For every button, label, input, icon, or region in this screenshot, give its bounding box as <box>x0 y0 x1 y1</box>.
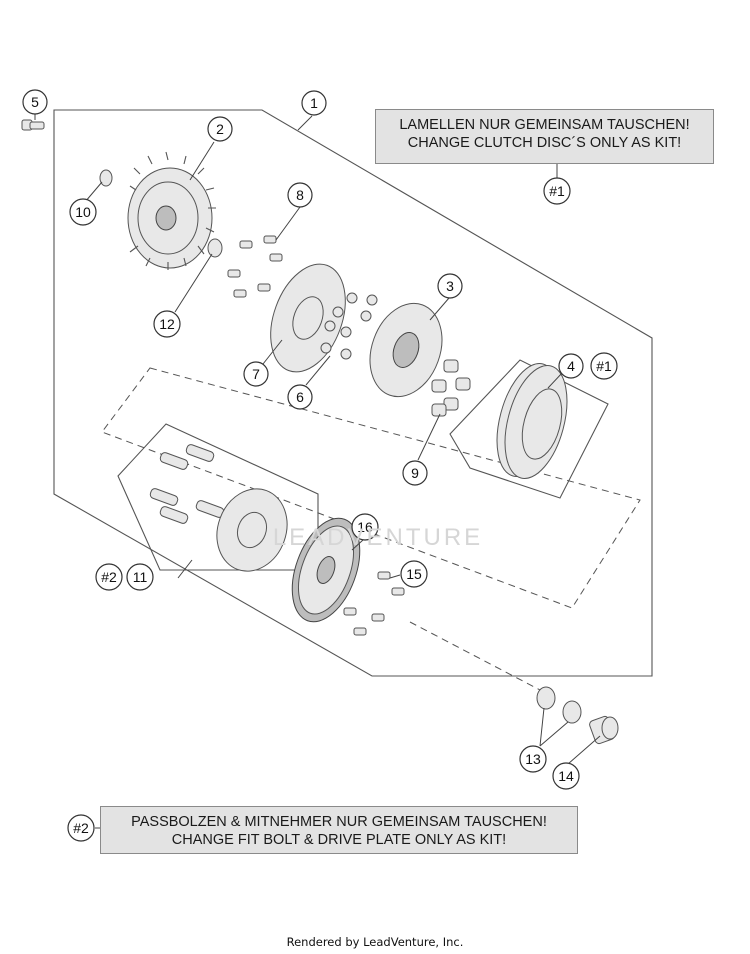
svg-text:16: 16 <box>357 519 373 535</box>
washer <box>207 238 223 258</box>
callout-12[interactable]: 12 <box>153 310 181 338</box>
gear-screws <box>343 571 405 636</box>
svg-text:7: 7 <box>252 366 260 382</box>
bolt <box>21 119 45 131</box>
inner-clutch-hub <box>369 302 443 398</box>
callout-11[interactable]: 11 <box>126 563 154 591</box>
callout-6[interactable]: 6 <box>287 384 313 410</box>
outer-clutch-basket <box>127 151 216 270</box>
balls <box>320 292 378 360</box>
callout-kit-ref-2b[interactable]: #2 <box>95 563 123 591</box>
callout-7[interactable]: 7 <box>243 361 269 387</box>
svg-text:#2: #2 <box>101 569 117 585</box>
svg-text:2: 2 <box>216 121 224 137</box>
callout-kit-ref-2[interactable]: #2 <box>67 814 95 842</box>
kit-note-fit-bolts: PASSBOLZEN & MITNEHMER NUR GEMEINSAM TAU… <box>100 806 578 854</box>
svg-text:9: 9 <box>411 465 419 481</box>
callout-15[interactable]: 15 <box>400 560 428 588</box>
svg-text:#1: #1 <box>549 183 565 199</box>
svg-text:6: 6 <box>296 389 304 405</box>
primary-gear <box>291 517 361 623</box>
svg-text:15: 15 <box>406 566 422 582</box>
callout-2[interactable]: 2 <box>207 116 233 142</box>
callout-9[interactable]: 9 <box>402 460 428 486</box>
watermark: LEADVENTURE <box>272 524 484 551</box>
callout-16[interactable]: 16 <box>351 513 379 541</box>
note-2-line-1: PASSBOLZEN & MITNEHMER NUR GEMEINSAM TAU… <box>131 814 547 830</box>
svg-text:4: 4 <box>567 358 575 374</box>
callout-1[interactable]: 1 <box>301 90 327 116</box>
shaft-axis-line <box>409 621 541 691</box>
callout-5[interactable]: 5 <box>22 89 48 115</box>
leader-lines <box>34 114 601 829</box>
callout-3[interactable]: 3 <box>437 273 463 299</box>
svg-text:#2: #2 <box>73 820 89 836</box>
assembly-outline <box>53 109 653 677</box>
pressure-plate <box>270 263 346 373</box>
kit-note-clutch-discs: LAMELLEN NUR GEMEINSAM TAUSCHEN! CHANGE … <box>375 109 714 164</box>
note-1-line-2: CHANGE CLUTCH DISC´S ONLY AS KIT! <box>407 135 682 151</box>
svg-text:1: 1 <box>310 95 318 111</box>
callout-13[interactable]: 13 <box>519 745 547 773</box>
svg-text:3: 3 <box>446 278 454 294</box>
svg-text:12: 12 <box>159 316 175 332</box>
svg-text:5: 5 <box>31 94 39 110</box>
callout-8[interactable]: 8 <box>287 182 313 208</box>
footer-credit: Rendered by LeadVenture, Inc. <box>286 935 464 949</box>
clutch-disc-pack <box>496 363 568 479</box>
screws <box>227 235 283 298</box>
note-1-line-1: LAMELLEN NUR GEMEINSAM TAUSCHEN! <box>399 117 690 133</box>
svg-text:14: 14 <box>558 768 574 784</box>
callout-4[interactable]: 4 <box>558 353 584 379</box>
fit-bolts-and-drive-plate <box>149 444 288 572</box>
callout-kit-ref-1b[interactable]: #1 <box>590 352 618 380</box>
note-2-line-2: CHANGE FIT BOLT & DRIVE PLATE ONLY AS KI… <box>171 832 507 848</box>
svg-text:10: 10 <box>75 204 91 220</box>
clutch-disc-group-box <box>449 359 609 499</box>
callout-10[interactable]: 10 <box>69 198 97 226</box>
svg-text:8: 8 <box>296 187 304 203</box>
bushings <box>536 686 582 724</box>
callout-kit-ref-1[interactable]: #1 <box>543 177 571 205</box>
thrust-washer <box>99 169 113 187</box>
dashed-subassembly-outline <box>101 367 641 609</box>
springs <box>431 359 471 417</box>
sleeve <box>589 715 619 745</box>
svg-text:13: 13 <box>525 751 541 767</box>
svg-text:11: 11 <box>133 569 148 585</box>
callout-14[interactable]: 14 <box>552 762 580 790</box>
svg-text:#1: #1 <box>596 358 612 374</box>
